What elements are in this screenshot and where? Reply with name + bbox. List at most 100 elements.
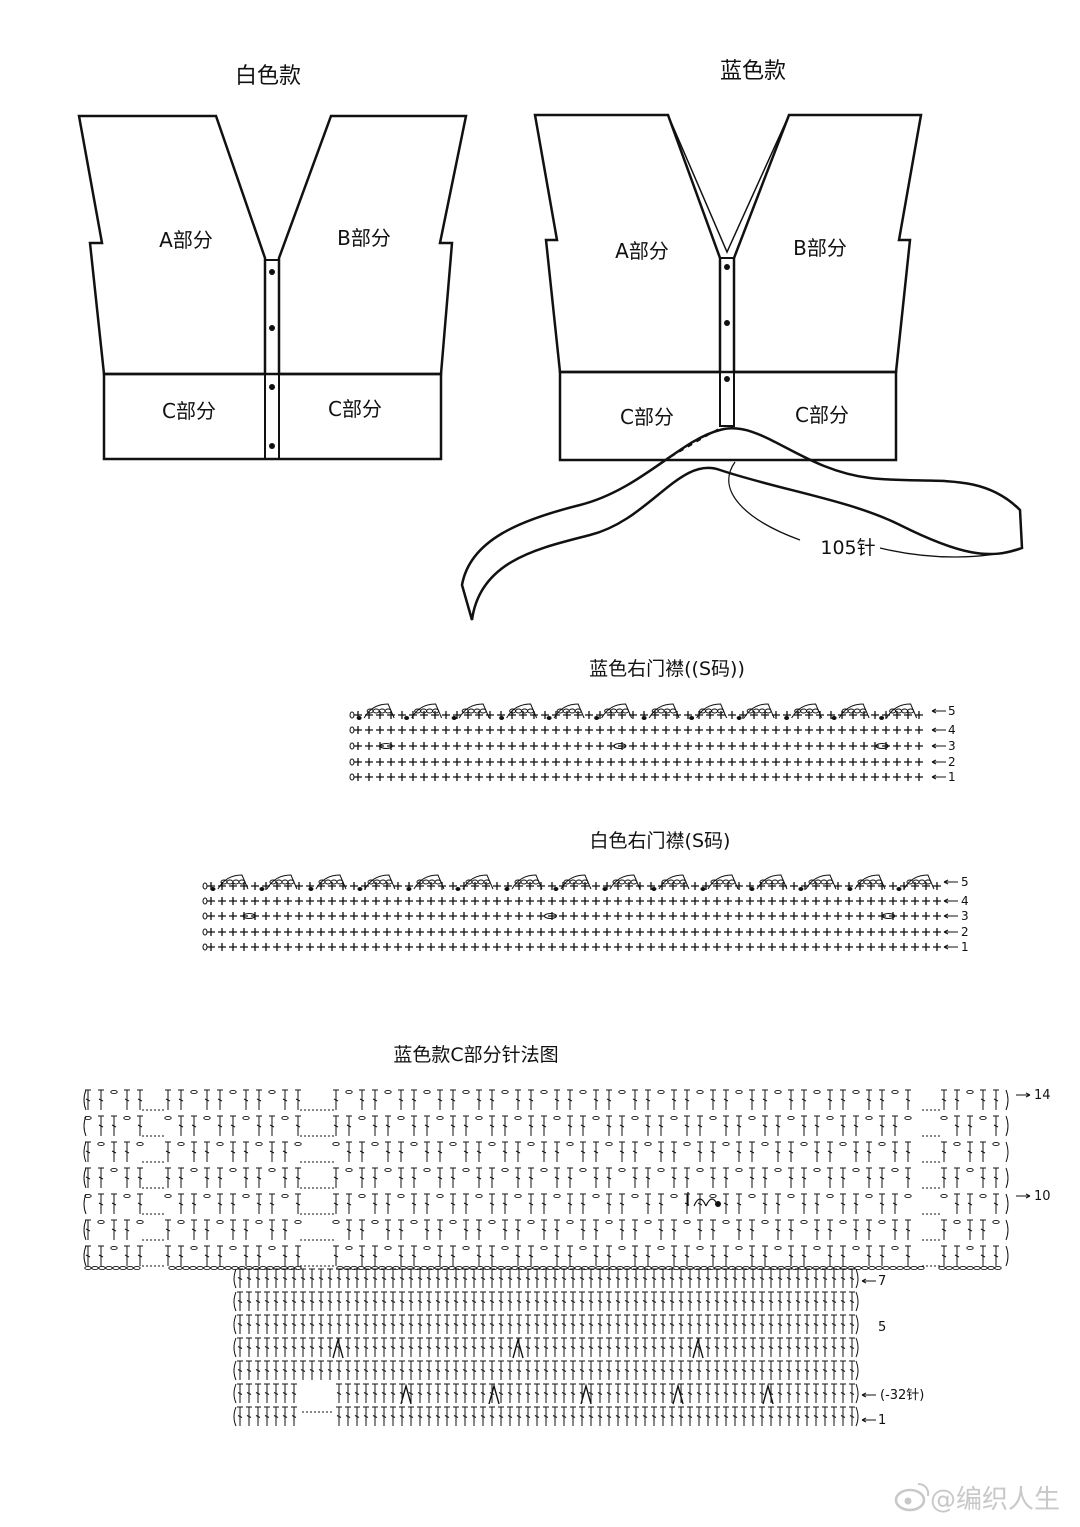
double-crochet-symbol (85, 1089, 91, 1110)
single-crochet-symbol (684, 726, 692, 734)
shell-stitch-symbol (411, 703, 443, 719)
single-crochet-symbol (559, 897, 567, 905)
single-crochet-symbol (207, 943, 215, 951)
double-crochet-symbol (165, 1219, 171, 1240)
double-crochet-symbol (398, 1089, 404, 1110)
chain-symbol (448, 1265, 456, 1271)
single-crochet-symbol (471, 928, 479, 936)
double-crochet-symbol (462, 1406, 468, 1426)
single-crochet-symbol (449, 897, 457, 905)
double-crochet-symbol (840, 1167, 846, 1188)
single-crochet-symbol (328, 928, 336, 936)
double-crochet-symbol (256, 1193, 262, 1214)
double-crochet-symbol (705, 1314, 711, 1334)
chain-symbol (546, 1265, 554, 1271)
double-crochet-symbol (476, 1141, 482, 1162)
chain-symbol (987, 1265, 995, 1271)
single-crochet-symbol (365, 726, 373, 734)
double-crochet-symbol (246, 1314, 252, 1334)
chain-symbol (462, 1245, 470, 1251)
chain-symbol (280, 1265, 288, 1271)
single-crochet-symbol (519, 773, 527, 781)
double-crochet-symbol (741, 1314, 747, 1334)
double-crochet-symbol (678, 1406, 684, 1426)
chain-symbol (644, 1141, 652, 1147)
double-crochet-symbol (723, 1193, 729, 1214)
double-crochet-symbol (795, 1406, 801, 1426)
double-crochet-symbol (437, 1245, 443, 1266)
double-crochet-symbol (775, 1115, 781, 1136)
double-crochet-symbol (399, 1314, 405, 1334)
single-crochet-symbol (728, 758, 736, 766)
double-crochet-symbol (967, 1219, 973, 1240)
double-crochet-symbol (124, 1167, 130, 1188)
single-crochet-symbol (284, 928, 292, 936)
single-crochet-symbol (504, 928, 512, 936)
single-crochet-symbol (739, 742, 747, 750)
chain-symbol (952, 1265, 960, 1271)
chain-symbol (683, 1219, 691, 1225)
blue-part-c-right-label: C部分 (795, 403, 849, 427)
double-crochet-symbol (866, 1219, 872, 1240)
single-crochet-symbol (607, 758, 615, 766)
chain-symbol (742, 1265, 750, 1271)
double-crochet-symbol (309, 1291, 315, 1311)
double-crochet-symbol (345, 1337, 351, 1357)
double-crochet-symbol (489, 1314, 495, 1334)
single-crochet-symbol (801, 928, 809, 936)
chain-symbol (449, 1219, 457, 1225)
single-crochet-symbol (618, 773, 626, 781)
double-crochet-symbol (137, 1167, 143, 1188)
double-crochet-symbol (217, 1115, 223, 1136)
double-crochet-symbol (606, 1291, 612, 1311)
single-crochet-symbol (750, 742, 758, 750)
double-crochet-symbol (687, 1406, 693, 1426)
decrease-symbol (762, 1383, 774, 1405)
double-crochet-symbol (696, 1360, 702, 1380)
double-crochet-symbol (408, 1360, 414, 1380)
double-crochet-symbol (561, 1406, 567, 1426)
single-crochet-symbol (706, 773, 714, 781)
double-crochet-symbol (390, 1337, 396, 1357)
single-crochet-symbol (548, 943, 556, 951)
double-crochet-symbol (372, 1360, 378, 1380)
double-crochet-symbol (498, 1337, 504, 1357)
chain-symbol (904, 1115, 912, 1121)
double-crochet-symbol (381, 1314, 387, 1334)
single-crochet-symbol (933, 943, 941, 951)
shell-stitch-symbol (560, 874, 592, 890)
single-crochet-symbol (911, 928, 919, 936)
double-crochet-symbol (398, 1167, 404, 1188)
single-crochet-symbol (482, 882, 490, 890)
chain-symbol (709, 1115, 717, 1121)
double-crochet-symbol (651, 1314, 657, 1334)
double-crochet-symbol (866, 1089, 872, 1110)
chain-symbol (657, 1245, 665, 1251)
double-crochet-symbol (684, 1167, 690, 1188)
single-crochet-symbol (207, 897, 215, 905)
double-crochet-symbol (831, 1268, 837, 1288)
single-crochet-symbol (350, 943, 358, 951)
chain-symbol (579, 1089, 587, 1095)
single-crochet-symbol (889, 897, 897, 905)
double-crochet-symbol (318, 1291, 324, 1311)
double-crochet-symbol (309, 1360, 315, 1380)
single-crochet-symbol (856, 943, 864, 951)
single-crochet-symbol (915, 758, 923, 766)
single-crochet-symbol (409, 773, 417, 781)
single-crochet-symbol (416, 882, 424, 890)
single-crochet-symbol (636, 943, 644, 951)
double-crochet-symbol (645, 1115, 651, 1136)
decrease-symbol (400, 1383, 412, 1405)
double-crochet-symbol (346, 1141, 352, 1162)
chain-symbol (345, 1167, 353, 1173)
single-crochet-symbol (218, 897, 226, 905)
single-crochet-symbol (867, 943, 875, 951)
white-part-c-left-label: C部分 (162, 399, 216, 423)
double-crochet-symbol (318, 1360, 324, 1380)
single-crochet-symbol (394, 882, 402, 890)
double-crochet-symbol (633, 1268, 639, 1288)
chain-symbol (350, 1265, 358, 1271)
chain-symbol (268, 1245, 276, 1251)
single-crochet-symbol (735, 943, 743, 951)
